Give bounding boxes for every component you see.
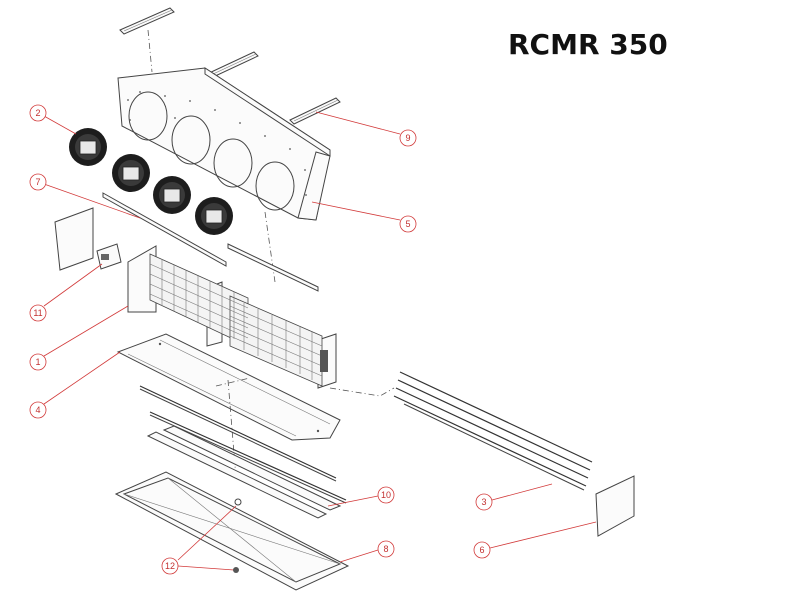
side-rail-right xyxy=(227,243,319,292)
callout-7: 7 xyxy=(29,173,47,191)
electrical-cover-plate xyxy=(54,207,94,271)
top-rail-right xyxy=(289,97,341,125)
electrical-junction-box xyxy=(96,243,122,270)
callout-10: 10 xyxy=(377,486,395,504)
callout-label: 6 xyxy=(479,545,484,555)
axial-fan-1 xyxy=(69,128,107,166)
leader-lines xyxy=(43,111,597,571)
callout-label: 12 xyxy=(165,561,175,571)
callout-5: 5 xyxy=(399,215,417,233)
callout-label: 5 xyxy=(405,219,410,229)
callout-label: 7 xyxy=(35,177,40,187)
callout-4: 4 xyxy=(29,401,47,419)
top-rail-left xyxy=(119,7,175,35)
drain-rail-set xyxy=(139,385,347,519)
callout-label: 3 xyxy=(481,497,486,507)
defrost-heater-rods xyxy=(393,371,593,491)
callout-8: 8 xyxy=(377,540,395,558)
fan-housing-panel xyxy=(117,67,331,221)
axial-fan-3 xyxy=(153,176,191,214)
callout-label: 11 xyxy=(33,308,42,318)
diagram-title: RCMR 350 xyxy=(508,28,668,61)
axial-fan-2 xyxy=(112,154,150,192)
callout-label: 9 xyxy=(405,133,410,143)
callout-label: 1 xyxy=(35,357,40,367)
callout-12: 12 xyxy=(161,557,179,575)
end-plate xyxy=(595,475,635,537)
callout-11: 11 xyxy=(29,304,47,322)
drip-tray xyxy=(114,471,350,591)
callout-1: 1 xyxy=(29,353,47,371)
evaporator-coil xyxy=(127,245,337,389)
callout-9: 9 xyxy=(399,129,417,147)
drip-tray-cover xyxy=(116,333,341,441)
callout-label: 10 xyxy=(381,490,391,500)
callout-label: 2 xyxy=(35,108,40,118)
callout-2: 2 xyxy=(29,104,47,122)
axial-fan-4 xyxy=(195,197,233,235)
callout-label: 4 xyxy=(35,405,40,415)
callout-label: 8 xyxy=(383,544,388,554)
side-rail-left xyxy=(102,192,227,267)
callout-3: 3 xyxy=(475,493,493,511)
callout-6: 6 xyxy=(473,541,491,559)
